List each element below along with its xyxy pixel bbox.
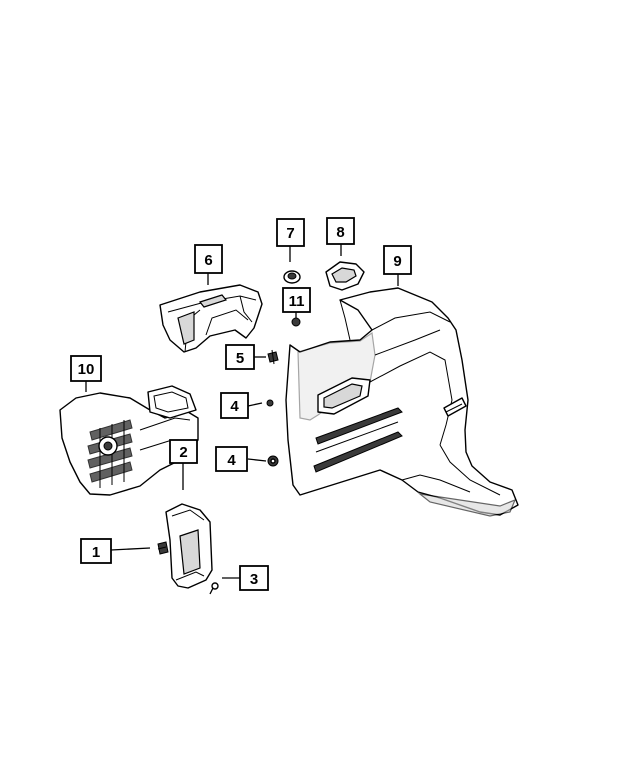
callout-9: 9: [383, 245, 412, 275]
callout-1-label: 1: [92, 544, 100, 561]
callout-8-label: 8: [336, 224, 344, 241]
part-quarter-trim-panel: [285, 287, 519, 517]
leader-lines: [85, 244, 399, 579]
callout-5-label: 5: [236, 350, 244, 367]
part-screw-3: [209, 582, 219, 595]
callout-2: 2: [169, 439, 198, 464]
callout-2-label: 2: [179, 444, 187, 461]
part-push-pin-4-lower: [267, 455, 279, 467]
part-storage-tub: [59, 385, 199, 496]
callout-10: 10: [70, 355, 102, 382]
part-clip-5: [267, 349, 279, 365]
part-retainer-7: [283, 270, 301, 284]
callout-1: 1: [80, 538, 112, 564]
callout-11-label: 11: [289, 293, 305, 310]
callout-5: 5: [225, 344, 255, 370]
callout-4-lower: 4: [215, 446, 248, 472]
part-clip-1: [157, 541, 169, 555]
callout-6: 6: [194, 244, 223, 274]
callout-3-label: 3: [250, 571, 258, 588]
callout-10-label: 10: [78, 361, 95, 378]
callout-11: 11: [282, 287, 311, 313]
callout-7-label: 7: [286, 225, 294, 242]
callout-4-lower-label: 4: [227, 452, 236, 469]
part-push-pin-4-upper: [266, 399, 274, 407]
callout-9-label: 9: [393, 253, 401, 270]
callout-6-label: 6: [204, 252, 212, 269]
callout-8: 8: [326, 217, 355, 245]
part-nut-11: [291, 317, 301, 327]
callout-4-upper-label: 4: [230, 398, 239, 415]
part-side-pocket-trim: [165, 503, 213, 589]
callout-4-upper: 4: [220, 392, 249, 419]
callout-7: 7: [276, 218, 305, 247]
part-upper-trim-bracket: [159, 284, 263, 353]
callout-3: 3: [239, 565, 269, 591]
part-cover-8: [325, 261, 365, 291]
